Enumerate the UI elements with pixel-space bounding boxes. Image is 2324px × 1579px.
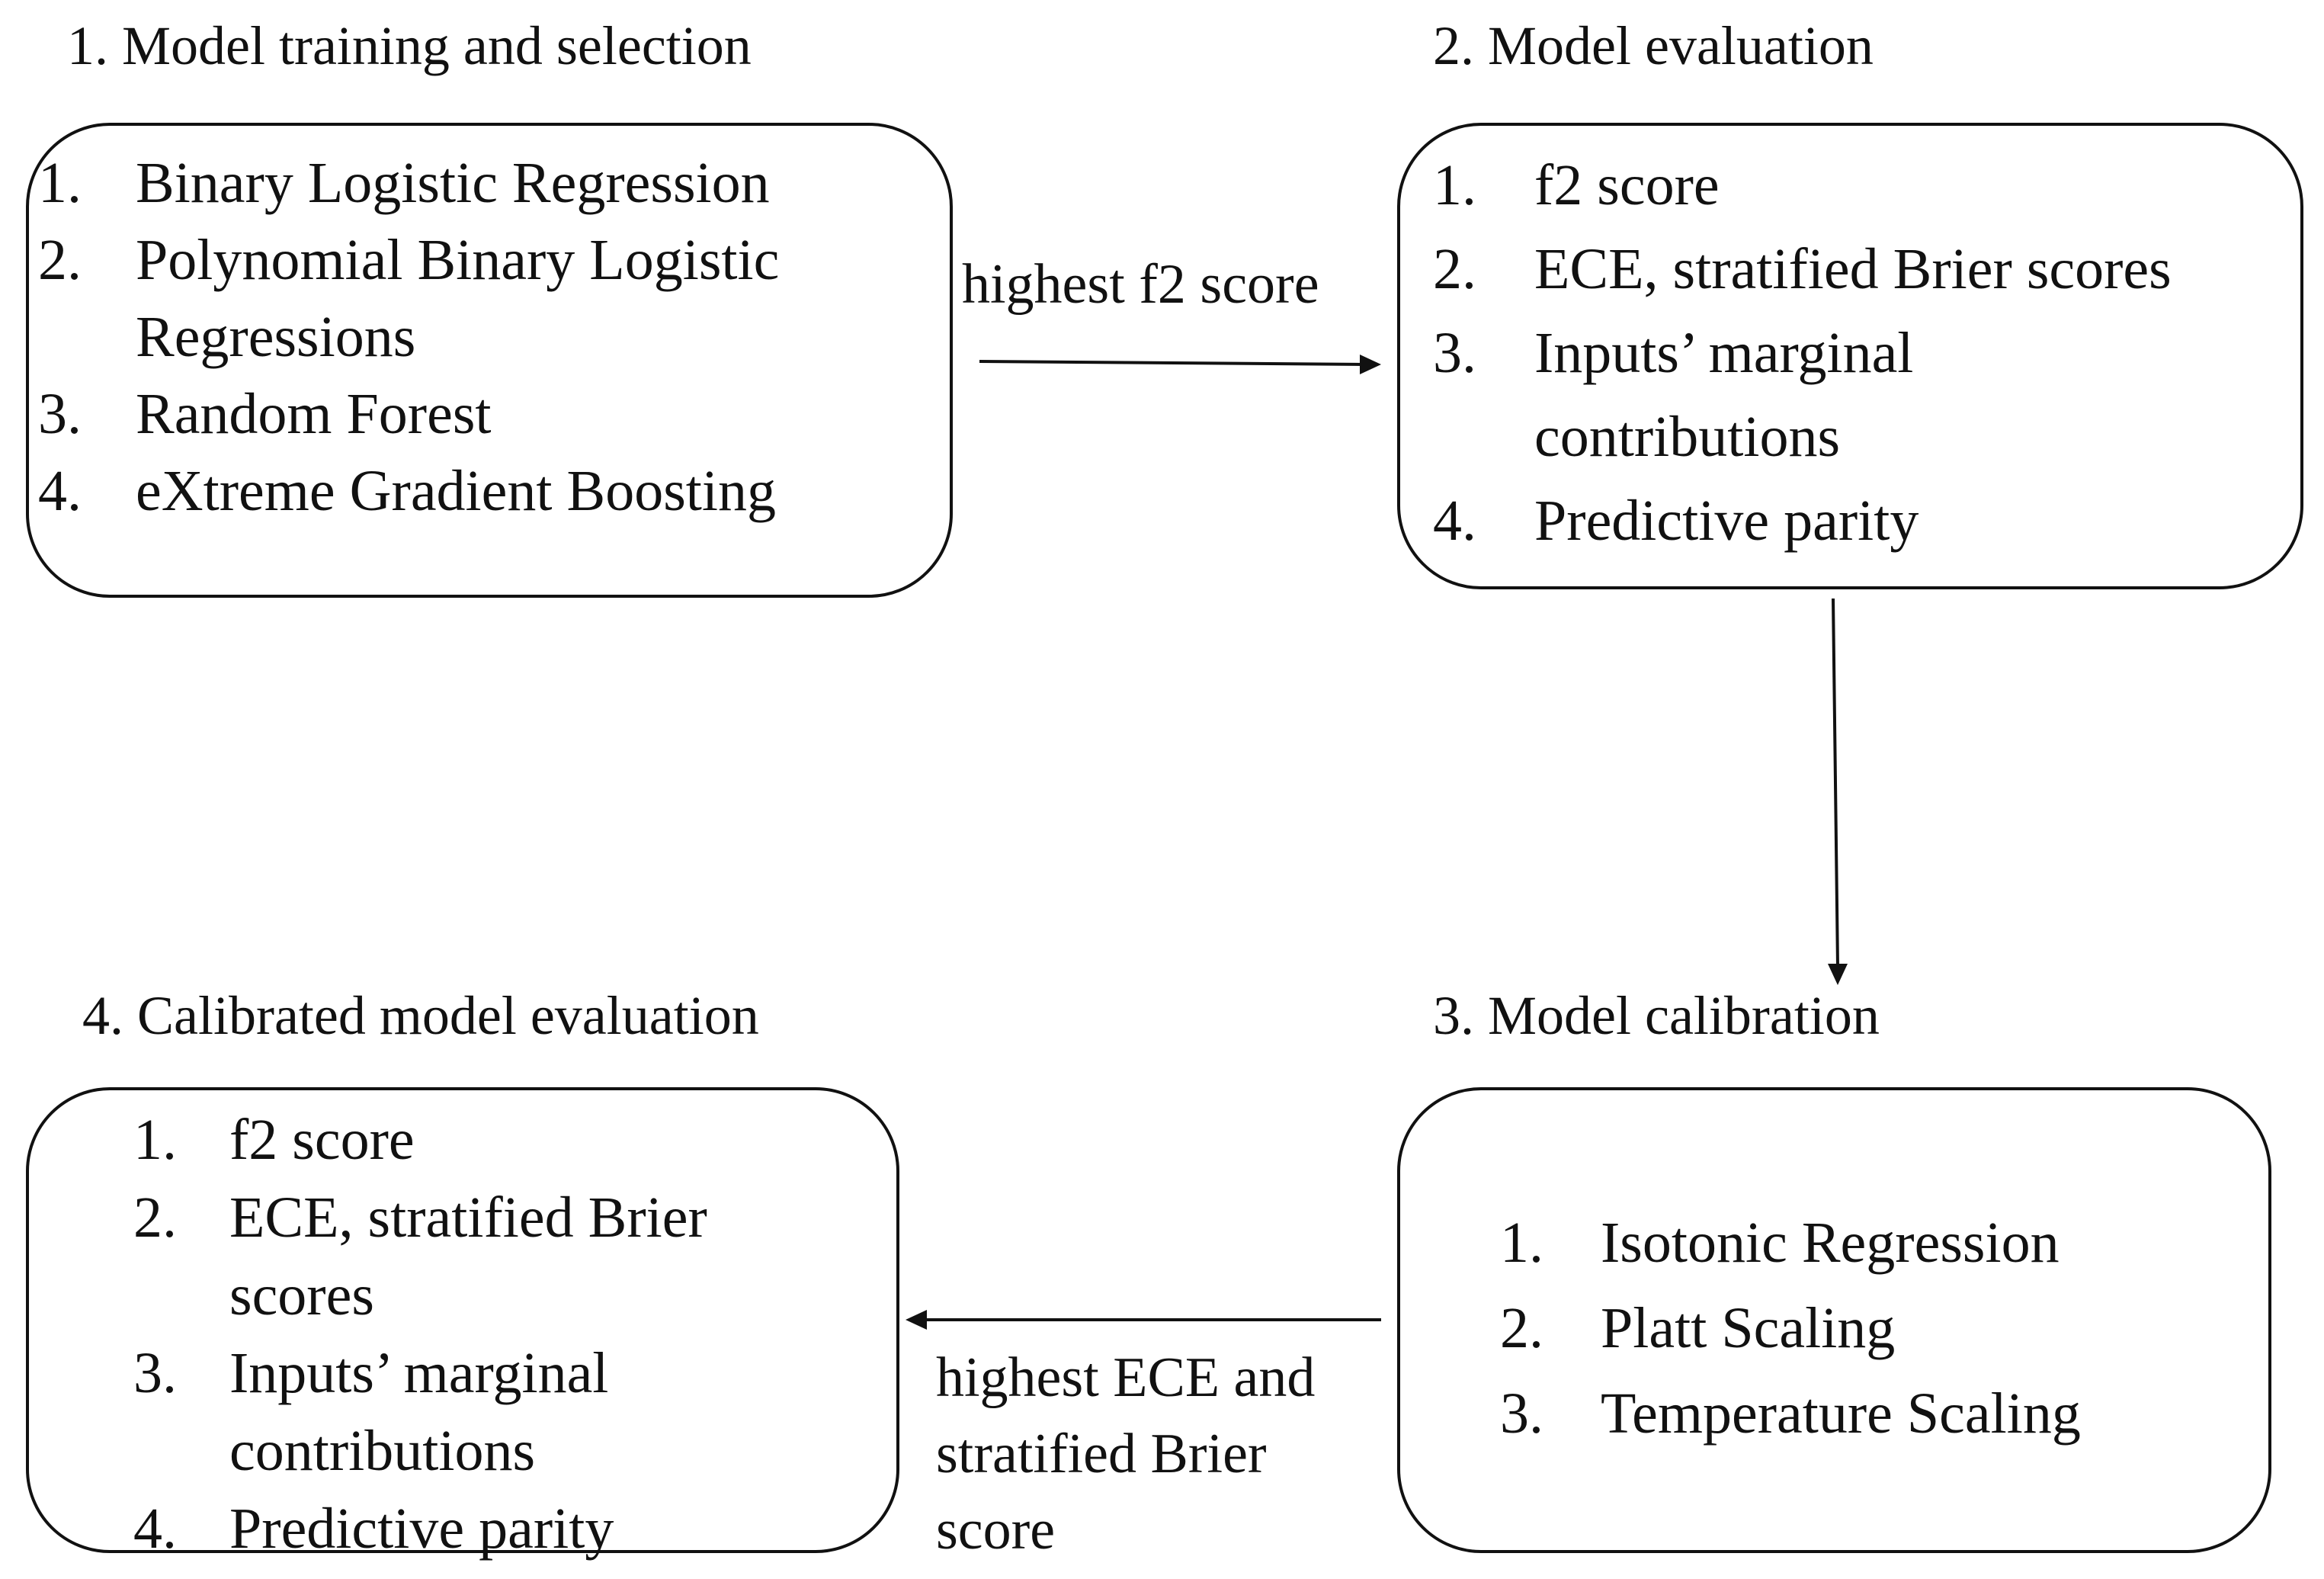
list-item-text: Temperature Scaling xyxy=(1601,1382,2081,1446)
list-item-number: 2. xyxy=(133,1186,177,1250)
list-item-text: ECE, stratified Brier scores xyxy=(1534,237,2172,301)
list-item-text: contributions xyxy=(1534,405,1841,469)
arrowhead-stage2-to-stage3 xyxy=(1828,964,1848,985)
list-item-number: 2. xyxy=(1433,237,1476,301)
edge-label-highest-ece-line1: highest ECE and xyxy=(936,1346,1316,1409)
list-item-number: 2. xyxy=(1500,1296,1543,1360)
arrow-stage1-to-stage2 xyxy=(979,360,1365,366)
list-item-number: 3. xyxy=(38,382,82,446)
edge-label-highest-ece-line2: stratified Brier xyxy=(936,1423,1267,1485)
list-item-number: 1. xyxy=(1500,1211,1543,1275)
stage3-box xyxy=(1397,1087,2271,1553)
list-item-text: contributions xyxy=(229,1419,536,1483)
stage2-box xyxy=(1397,123,2303,589)
edge-label-highest-ece-line3: score xyxy=(936,1499,1056,1561)
stage4-box xyxy=(26,1087,899,1553)
list-item-text: f2 score xyxy=(1534,153,1720,217)
stage4-title: 4. Calibrated model evaluation xyxy=(82,985,759,1046)
list-item-text: ECE, stratified Brier xyxy=(229,1186,707,1250)
list-item-text: Predictive parity xyxy=(229,1497,614,1561)
list-item-number: 1. xyxy=(1433,153,1476,217)
list-item-text: Predictive parity xyxy=(1534,489,1919,553)
list-item-number: 3. xyxy=(1500,1382,1543,1446)
list-item-text: f2 score xyxy=(229,1108,415,1172)
list-item-number: 1. xyxy=(38,151,82,215)
list-item-text: Inputs’ marginal xyxy=(1534,321,1914,385)
list-item-text: Random Forest xyxy=(136,382,492,446)
list-item-number: 4. xyxy=(133,1497,177,1561)
stage2-title: 2. Model evaluation xyxy=(1433,15,1874,76)
list-item-text: Isotonic Regression xyxy=(1601,1211,2060,1275)
list-item-text: Inputs’ marginal xyxy=(229,1341,609,1405)
edge-label-highest-f2-score: highest f2 score xyxy=(962,253,1319,316)
list-item-text: Regressions xyxy=(136,305,416,369)
list-item-number: 4. xyxy=(1433,489,1476,553)
list-item-number: 3. xyxy=(1433,321,1476,385)
list-item-text: Binary Logistic Regression xyxy=(136,151,770,215)
list-item-number: 1. xyxy=(133,1108,177,1172)
list-item-number: 3. xyxy=(133,1341,177,1405)
arrowhead-stage1-to-stage2 xyxy=(1360,355,1381,374)
list-item-text: Platt Scaling xyxy=(1601,1296,1896,1360)
stage3-title: 3. Model calibration xyxy=(1433,985,1880,1046)
stage1-box xyxy=(26,123,953,598)
arrow-stage2-to-stage3 xyxy=(1832,598,1839,968)
list-item-number: 4. xyxy=(38,459,82,523)
arrowhead-stage3-to-stage4 xyxy=(906,1310,927,1330)
stage1-title: 1. Model training and selection xyxy=(67,15,752,76)
list-item-text: scores xyxy=(229,1263,374,1327)
list-item-text: Polynomial Binary Logistic xyxy=(136,228,780,292)
list-item-number: 2. xyxy=(38,228,82,292)
list-item-text: eXtreme Gradient Boosting xyxy=(136,459,777,523)
